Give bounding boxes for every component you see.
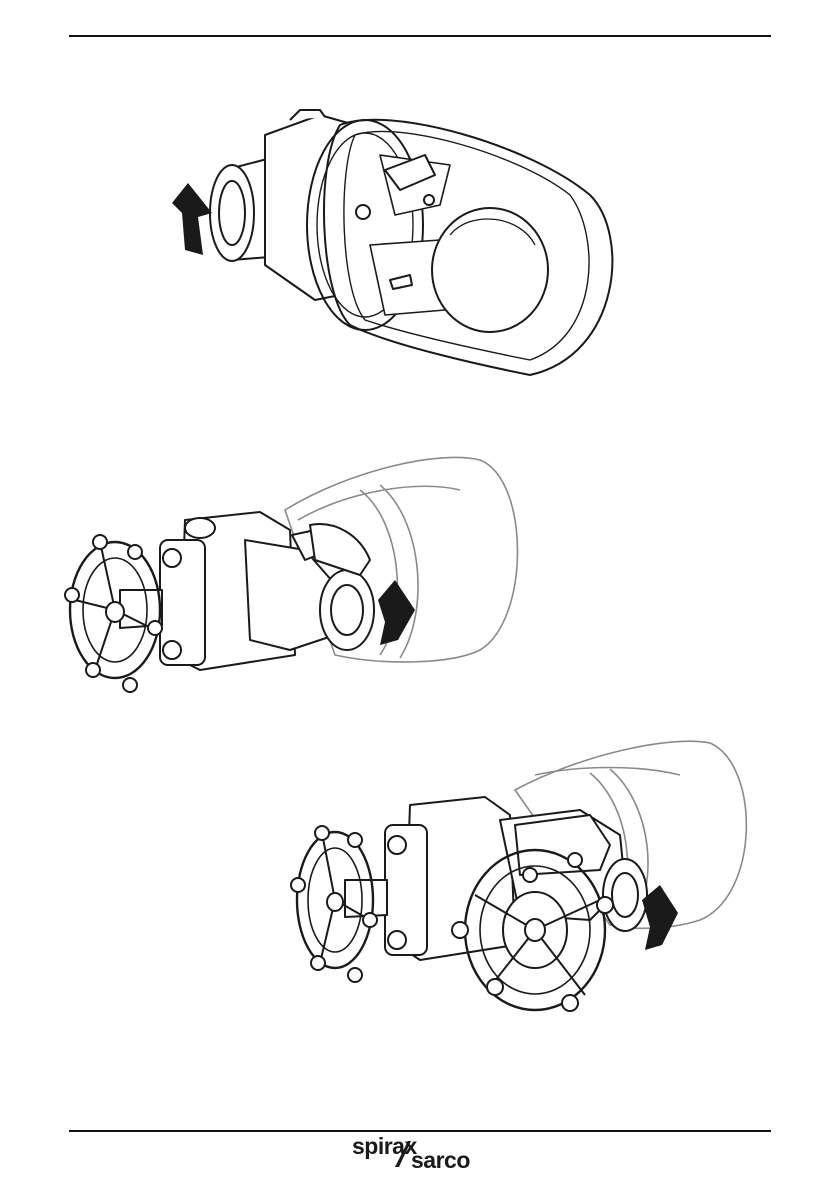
logo-slash-icon <box>394 1139 412 1169</box>
spirax-sarco-logo: spirax sarco <box>352 1133 492 1173</box>
trap-two-valves-illustration <box>290 735 770 1025</box>
footer-rule <box>69 1130 771 1132</box>
header-rule <box>69 35 771 37</box>
trap-one-valve-illustration <box>60 450 530 710</box>
inlet-arrow <box>172 183 212 255</box>
trap-float-illustration <box>150 95 630 395</box>
logo-word-sarco: sarco <box>411 1147 470 1174</box>
